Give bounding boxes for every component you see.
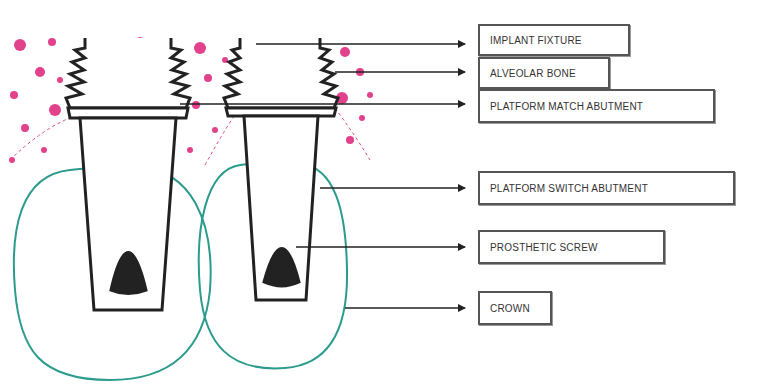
part-name: PROSTHETIC SCREW xyxy=(490,242,598,253)
bone-dots xyxy=(9,37,373,163)
label-box: PROSTHETIC SCREW xyxy=(478,230,665,264)
part-name: CROWN xyxy=(490,303,530,314)
label-box: PLATFORM SWITCH ABUTMENT xyxy=(478,171,735,205)
label-box: ALVEOLAR BONE xyxy=(478,57,610,89)
implant-right xyxy=(224,38,338,300)
part-name: ALVEOLAR BONE xyxy=(490,68,576,79)
label-box: IMPLANT FIXTURE xyxy=(478,24,630,56)
part-name: PLATFORM SWITCH ABUTMENT xyxy=(490,183,648,194)
leader-arrows xyxy=(180,44,465,308)
label-box: CROWN xyxy=(478,291,552,325)
implant-left xyxy=(66,38,190,310)
part-name: IMPLANT FIXTURE xyxy=(490,35,582,46)
part-name: PLATFORM MATCH ABUTMENT xyxy=(490,101,643,112)
label-box: PLATFORM MATCH ABUTMENT xyxy=(478,89,715,123)
